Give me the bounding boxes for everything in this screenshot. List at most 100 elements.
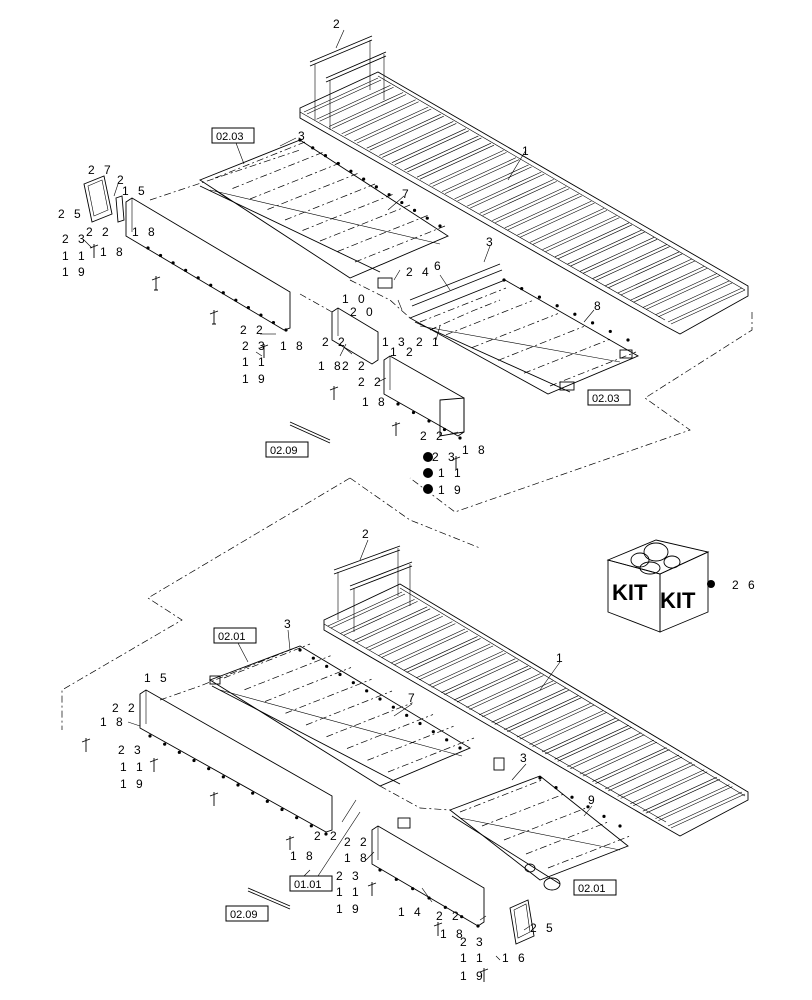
drawing-stroke [441, 157, 517, 192]
ref-label: 02.09 [270, 445, 298, 457]
drawing-stroke [340, 599, 415, 634]
callout-23b: 2 3 [242, 339, 268, 353]
lower-right-side-panel [371, 825, 485, 927]
drawing-stroke [557, 224, 633, 260]
callout-19b: 1 9 [242, 372, 268, 386]
ref-label: 02.03 [592, 393, 620, 405]
drawing-stroke [354, 106, 429, 142]
pin [336, 161, 340, 166]
callout-11b: 1 1 [336, 885, 362, 899]
pin [324, 832, 328, 836]
callout-19: 1 9 [120, 777, 146, 791]
lower-ref-02-09[interactable]: 02.09 [225, 905, 269, 922]
callout-15: 1 5 [122, 184, 148, 198]
upper-ref-02-03-b[interactable]: 02.03 [587, 389, 631, 406]
drawing-stroke [542, 215, 617, 250]
drawing-stroke [416, 643, 491, 679]
pin [394, 877, 398, 881]
callout-22: 2 2 [86, 225, 112, 239]
ref-label: 01.01 [294, 879, 322, 891]
drawing-stroke [367, 725, 454, 761]
drawing-stroke [495, 188, 570, 223]
callout-3: 3 [298, 129, 308, 143]
upper-middle-panel [331, 307, 379, 365]
drawing-stroke [232, 152, 323, 189]
callout-10: 1 0 [342, 292, 368, 306]
pin [280, 807, 284, 812]
drawing-stroke [428, 650, 503, 686]
drawing-stroke [343, 601, 418, 636]
drawing-stroke [667, 791, 743, 827]
callout-2: 2 [333, 17, 343, 31]
callout-22d: 2 2 [342, 359, 368, 373]
callout-18: 1 8 [132, 225, 158, 239]
drawing-stroke [670, 289, 746, 325]
drawing-stroke [642, 273, 718, 308]
upper-leader-lines [83, 29, 595, 435]
callout-18c: 1 8 [344, 851, 370, 865]
callout-14: 1 4 [398, 905, 424, 919]
drawing-stroke [303, 77, 379, 113]
callout-7: 7 [408, 691, 418, 705]
drawing-stroke [582, 741, 657, 777]
lower-ref-01-01[interactable]: 01.01 [289, 875, 333, 892]
pin [442, 427, 447, 432]
pin [259, 313, 263, 317]
callout-25: 2 5 [530, 921, 556, 935]
drawing-stroke [214, 141, 306, 179]
lower-ref-02-01-b[interactable]: 02.01 [573, 879, 617, 896]
pin [431, 730, 435, 734]
callout-1: 1 [556, 651, 566, 665]
lower-rod [247, 887, 291, 910]
drawing-stroke [604, 754, 680, 790]
drawing-stroke [353, 606, 428, 642]
upper-ref-02-03-a[interactable]: 02.03 [211, 127, 255, 144]
pin [411, 887, 415, 891]
upper-left-frame [199, 139, 449, 279]
callout-26: 2 6 [732, 578, 758, 592]
lower-ref-02-01-a[interactable]: 02.01 [213, 627, 257, 644]
pin [554, 786, 558, 790]
pin [284, 328, 288, 332]
upper-assembly: 2 1 3 2 7 2 1 5 2 5 2 2 1 8 2 3 1 8 1 1 … [58, 17, 753, 513]
pin [458, 436, 462, 440]
pin [570, 795, 574, 799]
drawing-stroke [331, 94, 407, 129]
ref-label: 02.09 [230, 909, 258, 921]
pin [460, 915, 464, 919]
drawing-stroke [532, 712, 607, 747]
drawing-stroke [592, 747, 667, 782]
drawing-stroke [470, 173, 545, 209]
drawing-stroke [617, 258, 692, 294]
pin [391, 705, 395, 709]
drawing-stroke [620, 260, 695, 296]
callout-19b: 1 9 [336, 902, 362, 916]
upper-left-side-panel [125, 197, 291, 331]
pin [158, 253, 163, 258]
ref-label: 02.03 [216, 131, 244, 143]
pin [207, 767, 211, 771]
upper-ref-02-09[interactable]: 02.09 [265, 441, 309, 458]
upper-hardware [89, 138, 630, 470]
callout-11b: 1 1 [242, 355, 268, 369]
drawing-stroke [570, 734, 645, 770]
callout-12: 1 2 [390, 345, 416, 359]
callout-22f: 2 2 [420, 429, 446, 443]
drawing-stroke [516, 702, 592, 738]
callout-13: 1 3 [382, 335, 408, 349]
callout-7: 7 [402, 187, 412, 201]
drawing-stroke [554, 725, 629, 760]
lower-right-frame [449, 775, 631, 891]
pin [271, 320, 276, 325]
pin [192, 758, 196, 763]
drawing-stroke [327, 591, 403, 627]
pin [555, 304, 559, 308]
drawing-stroke [478, 680, 554, 716]
drawing-stroke [532, 210, 608, 245]
ref-label: 02.01 [578, 883, 606, 895]
drawing-stroke [419, 645, 494, 681]
drawing-stroke [620, 764, 695, 799]
pin [411, 410, 416, 415]
callout-9: 9 [588, 793, 598, 807]
